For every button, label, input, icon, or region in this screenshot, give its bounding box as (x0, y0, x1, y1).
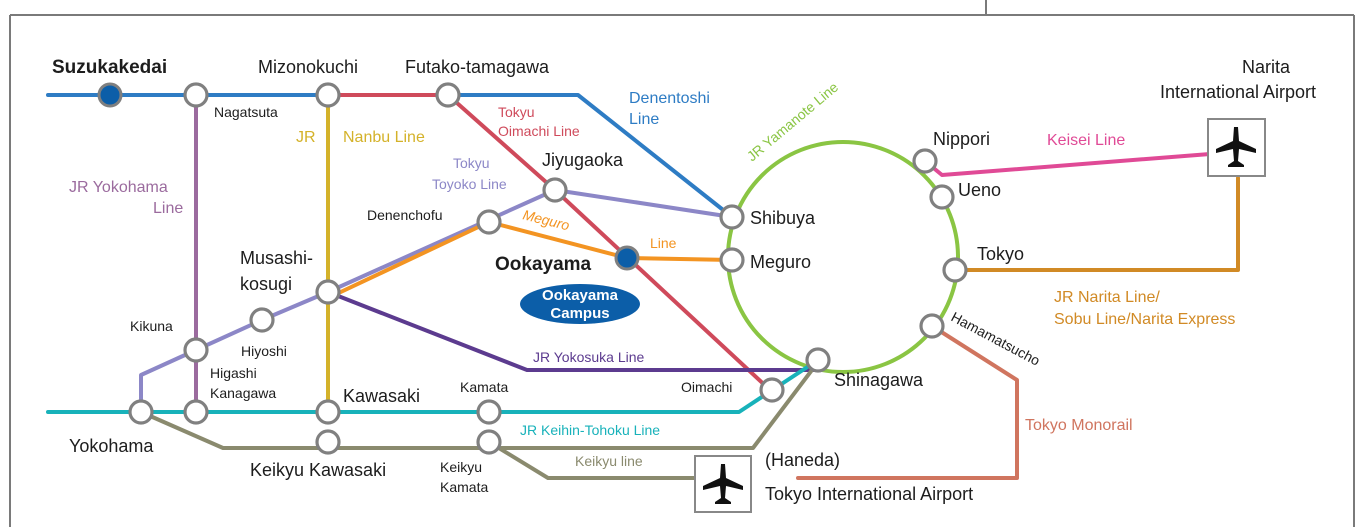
station-kamata[interactable] (476, 399, 502, 425)
label-denentoshi-1: Denentoshi (629, 90, 710, 107)
label-haneda: (Haneda) (765, 450, 840, 470)
label-tokyo: Tokyo (977, 244, 1024, 264)
label-keikyu: Keikyu line (575, 453, 643, 469)
station-hiyoshi[interactable] (249, 307, 275, 333)
station-denenchofu[interactable] (476, 209, 502, 235)
label-musashi-kosugi-2: kosugi (240, 274, 292, 294)
keikyu-haneda-branch (487, 440, 697, 480)
keisei-line (923, 152, 1212, 177)
label-suzukakedai: Suzukakedai (52, 57, 167, 78)
station-hamamatsucho[interactable] (919, 313, 945, 339)
label-jr-yokohama-2: Line (153, 200, 183, 217)
label-jr-yamanote: JR Yamanote Line (744, 79, 842, 165)
label-jr-yokohama-1: JR Yokohama (69, 179, 168, 196)
campus-label-line1: Ookayama (542, 287, 619, 304)
label-jr-keihin-tohoku: JR Keihin-Tohoku Line (520, 422, 660, 438)
station-oimachi[interactable] (759, 377, 785, 403)
airplane-icon (703, 464, 743, 504)
label-higashi-kanagawa-2: Kanagawa (210, 385, 276, 401)
haneda-airport-box[interactable] (694, 455, 752, 513)
label-ookayama: Ookayama (495, 254, 592, 275)
station-nippori[interactable] (912, 148, 938, 174)
station-shinagawa[interactable] (805, 347, 831, 373)
line-labels: Denentoshi Line Tokyu Oimachi Line JR Na… (69, 79, 1235, 469)
station-jiyugaoka[interactable] (542, 177, 568, 203)
label-kikuna: Kikuna (130, 318, 173, 334)
station-futako-tamagawa[interactable] (435, 82, 461, 108)
label-hamamatsucho: Hamamatsucho (949, 309, 1043, 369)
denentoshi-line (46, 93, 734, 219)
map-frame (9, 0, 1355, 527)
label-denenchofu: Denenchofu (367, 207, 443, 223)
label-jr-narita-1: JR Narita Line/ (1054, 289, 1160, 306)
label-meguro-1: Meguro (521, 206, 571, 233)
narita-airport-box[interactable] (1207, 118, 1266, 177)
label-nippori: Nippori (933, 129, 990, 149)
station-yokohama[interactable] (128, 399, 154, 425)
station-tokyo[interactable] (942, 257, 968, 283)
station-kikuna[interactable] (183, 337, 209, 363)
label-mizonokuchi: Mizonokuchi (258, 57, 358, 77)
label-tokyo-international-airport: Tokyo International Airport (765, 484, 973, 504)
stations (97, 82, 968, 455)
label-ueno: Ueno (958, 180, 1001, 200)
label-narita-1: Narita (1242, 57, 1291, 77)
tokyu-oimachi-line (326, 93, 772, 392)
label-jr-yokosuka: JR Yokosuka Line (533, 349, 645, 365)
station-ookayama[interactable] (614, 245, 640, 271)
station-suzukakedai[interactable] (97, 82, 123, 108)
station-keikyu-kamata[interactable] (476, 429, 502, 455)
label-keisei: Keisei Line (1047, 132, 1125, 149)
label-oimachi: Oimachi (681, 379, 732, 395)
label-keikyu-kamata-1: Keikyu (440, 459, 482, 475)
campus-label-line2: Campus (550, 305, 609, 322)
label-jr-nanbu-1: JR (296, 129, 316, 146)
station-ueno[interactable] (929, 184, 955, 210)
label-hiyoshi: Hiyoshi (241, 343, 287, 359)
station-mizonokuchi[interactable] (315, 82, 341, 108)
label-musashi-kosugi-1: Musashi- (240, 248, 313, 268)
label-tokyu-toyoko-1: Tokyu (453, 155, 490, 171)
label-shinagawa: Shinagawa (834, 370, 924, 390)
label-keikyu-kamata-2: Kamata (440, 479, 488, 495)
label-shibuya: Shibuya (750, 208, 816, 228)
station-kawasaki[interactable] (315, 399, 341, 425)
meguro-line (326, 220, 734, 300)
label-futako-tamagawa: Futako-tamagawa (405, 57, 550, 77)
label-keikyu-kawasaki: Keikyu Kawasaki (250, 460, 386, 480)
label-narita-2: International Airport (1160, 82, 1316, 102)
label-meguro-2: Line (650, 235, 677, 251)
label-kamata: Kamata (460, 379, 508, 395)
station-higashi-kanagawa[interactable] (183, 399, 209, 425)
tokyo-monorail-line (796, 324, 1019, 480)
label-tokyu-oimachi-1: Tokyu (498, 104, 535, 120)
label-jr-nanbu-2: Nanbu Line (343, 129, 425, 146)
label-denentoshi-2: Line (629, 111, 659, 128)
label-jr-narita-2: Sobu Line/Narita Express (1054, 311, 1235, 328)
label-kawasaki: Kawasaki (343, 386, 420, 406)
station-meguro[interactable] (719, 247, 745, 273)
label-tokyu-oimachi-2: Oimachi Line (498, 123, 580, 139)
jr-narita-line (953, 176, 1240, 272)
label-higashi-kanagawa-1: Higashi (210, 365, 257, 381)
jr-keihin-tohoku-line (46, 358, 820, 414)
label-yokohama: Yokohama (69, 436, 154, 456)
label-tokyo-monorail: Tokyo Monorail (1025, 417, 1133, 434)
label-tokyu-toyoko-2: Toyoko Line (432, 176, 507, 192)
station-labels: Suzukakedai Mizonokuchi Futako-tamagawa … (52, 57, 1316, 504)
station-musashi-kosugi[interactable] (315, 279, 341, 305)
ookayama-campus-badge[interactable]: Ookayama Campus (520, 284, 640, 324)
label-jiyugaoka: Jiyugaoka (542, 150, 624, 170)
label-nagatsuta: Nagatsuta (214, 104, 278, 120)
airplane-icon (1216, 127, 1256, 167)
station-keikyu-kawasaki[interactable] (315, 429, 341, 455)
label-meguro: Meguro (750, 252, 811, 272)
station-shibuya[interactable] (719, 204, 745, 230)
jr-yokosuka-line (326, 290, 820, 372)
station-nagatsuta[interactable] (183, 82, 209, 108)
